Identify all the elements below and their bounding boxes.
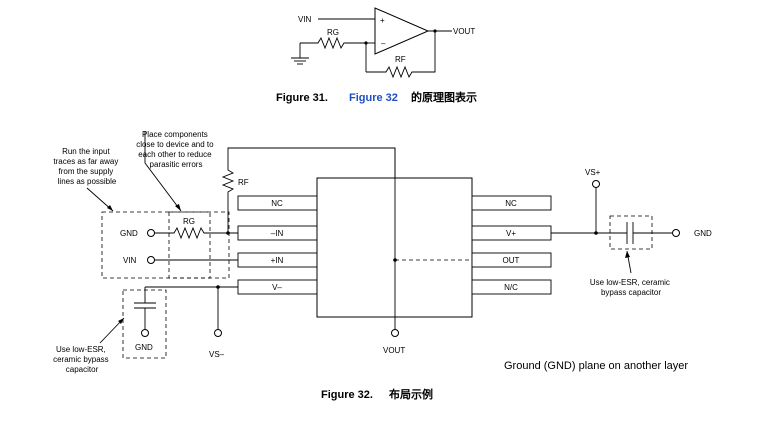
figure-31-caption-suffix: 的原理图表示	[411, 90, 477, 104]
layout-diagram: Run the input traces as far away from th…	[53, 130, 712, 374]
pin-right-2: V+	[506, 229, 516, 238]
layout-rf-resistor	[221, 166, 235, 233]
vs-minus-label: VS–	[209, 350, 225, 359]
pin-right-1: NC	[505, 199, 517, 208]
opamp-plus-label: +	[380, 16, 385, 25]
opamp-triangle	[374, 7, 430, 55]
left-bypass-box	[122, 289, 167, 359]
vout-terminal	[391, 329, 399, 337]
layout-rg-resistor	[154, 226, 238, 240]
vs-plus-label: VS+	[585, 168, 601, 177]
vs-minus-terminal	[214, 329, 222, 337]
note-bypass-right: Use low-ESR, ceramic bypass capacitor	[590, 278, 672, 297]
figure-32-link[interactable]: Figure 32	[349, 92, 398, 104]
layout-rg-label: RG	[183, 217, 195, 226]
pin-left-2: –IN	[271, 229, 284, 238]
gnd-right-terminal	[672, 229, 680, 237]
input-area-box	[101, 211, 230, 279]
vin-left-label: VIN	[123, 256, 137, 265]
vin-left-terminal	[147, 256, 155, 264]
opamp-minus-label: –	[381, 39, 386, 48]
right-pins: NC V+ OUT N/C	[471, 195, 552, 295]
schematic-rg-resistor	[300, 36, 366, 50]
schematic-vout-label: VOUT	[453, 27, 475, 36]
figure-32-caption: Figure 32. 布局示例	[321, 387, 433, 401]
pin-left-3: +IN	[271, 256, 284, 265]
right-bypass-box	[609, 215, 653, 250]
gnd-right-label: GND	[694, 229, 712, 238]
figure-32-label: Figure 32.	[321, 389, 373, 401]
opamp-schematic: VIN + – VOUT RG RF	[291, 7, 475, 79]
ic-package	[316, 177, 473, 318]
layout-rf-label: RF	[238, 178, 249, 187]
figure-31-caption: Figure 31. Figure 32 的原理图表示	[276, 90, 477, 104]
pin-left-1: NC	[271, 199, 283, 208]
vout-label: VOUT	[383, 346, 405, 355]
pin-right-3: OUT	[503, 256, 520, 265]
vs-plus-terminal	[592, 180, 600, 188]
schematic-rg-label: RG	[327, 28, 339, 37]
schematic-vin-label: VIN	[298, 15, 312, 24]
gnd-cap-label: GND	[135, 343, 153, 352]
gnd-left-label: GND	[120, 229, 138, 238]
schematic-rf-resistor	[366, 31, 436, 79]
note-place-components: Place components close to device and to …	[136, 130, 216, 169]
figure-31-label: Figure 31.	[276, 92, 328, 104]
gnd-left-terminal	[147, 229, 155, 237]
left-pins: NC –IN +IN V–	[237, 195, 318, 295]
note-bypass-left: Use low-ESR, ceramic bypass capacitor	[53, 345, 111, 374]
rg-area-box	[168, 211, 211, 279]
pin-right-4: N/C	[504, 283, 518, 292]
schematic-rf-label: RF	[395, 55, 406, 64]
note-input-traces: Run the input traces as far away from th…	[53, 147, 120, 186]
figure-32-caption-suffix: 布局示例	[389, 387, 433, 401]
ground-plane-note: Ground (GND) plane on another layer	[504, 360, 688, 372]
pin-left-4: V–	[272, 283, 282, 292]
